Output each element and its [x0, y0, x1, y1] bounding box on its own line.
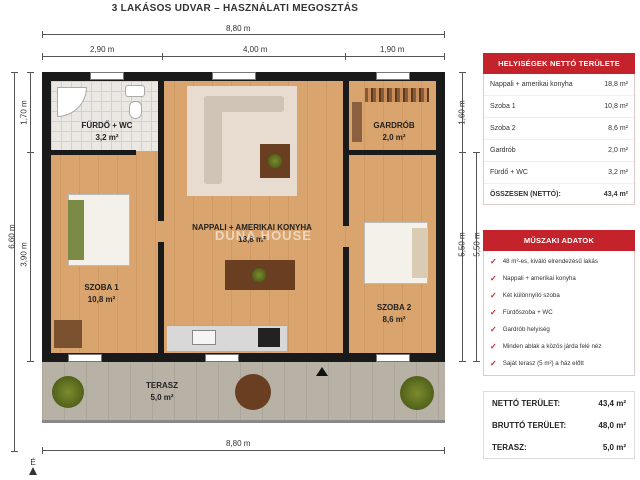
- window-kitchen: [205, 354, 239, 362]
- bedroom-1-name: SZOBA 1: [84, 283, 119, 292]
- terrace-label: TERASZ 5,0 m²: [132, 380, 192, 404]
- north-indicator: É: [26, 458, 40, 475]
- summary-row: TERASZ:5,0 m²: [492, 442, 626, 452]
- bathroom-name: FÜRDŐ + WC: [81, 121, 133, 130]
- living-room-area: 18,8 m²: [238, 235, 266, 244]
- sofa-side-icon: [204, 96, 222, 184]
- check-icon: ✓: [490, 257, 497, 266]
- kitchen-sink-icon: [192, 330, 216, 345]
- feature-item: ✓Saját terasz (5 m²) a ház előtt: [490, 359, 584, 368]
- terrace-plant-left-icon: [52, 376, 84, 408]
- bathroom-area: 3,2 m²: [95, 133, 119, 142]
- window-wardrobe: [376, 72, 410, 80]
- wardrobe-shelf-icon: [365, 88, 429, 102]
- top-seg-1-dim: 2,90 m: [90, 45, 115, 54]
- left-inner-2-dim: 3,90 m: [19, 242, 29, 267]
- terrace-area: 5,0 m²: [150, 393, 174, 402]
- top-seg-2-dim: 4,00 m: [243, 45, 268, 54]
- check-icon: ✓: [490, 274, 497, 283]
- bathroom-label: FÜRDŐ + WC 3,2 m²: [62, 120, 152, 144]
- feature-item: ✓Minden ablak a közös járda felé néz: [490, 342, 602, 351]
- net-area-total: ÖSSZESEN (NETTÓ):43,4 m²: [490, 190, 628, 198]
- wardrobe-label: GARDRÓB 2,0 m²: [354, 120, 434, 144]
- right-inner-2-dim: 5,50 m: [457, 232, 467, 257]
- page-title: 3 LAKÁSOS UDVAR – HASZNÁLATI MEGOSZTÁS: [111, 3, 359, 14]
- wardrobe-side-icon: [352, 102, 362, 142]
- bedroom-2-name: SZOBA 2: [376, 303, 412, 312]
- terrace-plant-right-icon: [400, 376, 434, 410]
- left-outer-dim: 6,60 m: [7, 224, 17, 249]
- living-room-label: NAPPALI + AMERIKAI KONYHA 18,8 m²: [172, 222, 332, 246]
- toilet-icon: [129, 101, 142, 119]
- shower-icon: [57, 87, 87, 117]
- check-icon: ✓: [490, 308, 497, 317]
- desk-icon: [54, 320, 82, 348]
- watermark: DUNA HOUSE: [215, 228, 312, 243]
- check-icon: ✓: [490, 325, 497, 334]
- window-bedroom-1: [68, 354, 102, 362]
- north-arrow-icon: [29, 467, 37, 475]
- right-inner-1-dim: 1,60 m: [457, 100, 467, 125]
- terrace-table-icon: [235, 374, 271, 410]
- north-label: É: [30, 458, 36, 467]
- top-total-dim: 8,80 m: [226, 24, 251, 33]
- tech-panel: MŰSZAKI ADATOK ✓48 m²-es, kiváló elrende…: [483, 230, 635, 376]
- right-outer-dim: 5,50 m: [472, 232, 482, 257]
- left-inner-1-dim: 1,70 m: [19, 100, 29, 125]
- bed-2-pillow-icon: [412, 228, 428, 278]
- summary-row: NETTÓ TERÜLET:43,4 m²: [492, 398, 626, 408]
- bedroom-1-area: 10,8 m²: [87, 295, 116, 304]
- bedroom-2-label: SZOBA 2 8,6 m²: [352, 302, 436, 326]
- entrance-arrow-icon: [316, 367, 328, 376]
- feature-item: ✓Nappali + amerikai konyha: [490, 274, 576, 283]
- living-room-name: NAPPALI + AMERIKAI KONYHA: [192, 223, 312, 232]
- bedroom-2-area: 8,6 m²: [382, 315, 406, 324]
- summary-row: BRUTTÓ TERÜLET:48,0 m²: [492, 420, 626, 430]
- terrace-name: TERASZ: [146, 381, 178, 390]
- plant-icon: [268, 154, 282, 168]
- bedroom-1-label: SZOBA 1 10,8 m²: [54, 282, 149, 306]
- feature-item: ✓48 m²-es, kiváló elrendezésű lakás: [490, 257, 598, 266]
- tech-title: MŰSZAKI ADATOK: [483, 230, 635, 251]
- net-area-title: HELYISÉGEK NETTÓ TERÜLETE: [483, 53, 635, 74]
- check-icon: ✓: [490, 291, 497, 300]
- terrace: TERASZ 5,0 m²: [42, 362, 445, 422]
- top-seg-3-dim: 1,90 m: [380, 45, 405, 54]
- feature-item: ✓Fürdőszoba + WC: [490, 308, 553, 317]
- bottom-total-dim: 8,80 m: [226, 439, 251, 448]
- wardrobe-name: GARDRÓB: [373, 121, 415, 130]
- check-icon: ✓: [490, 342, 497, 351]
- check-icon: ✓: [490, 359, 497, 368]
- summary-box: NETTÓ TERÜLET:43,4 m² BRUTTÓ TERÜLET:48,…: [483, 391, 635, 459]
- bathroom-room: [51, 81, 161, 151]
- stove-icon: [258, 328, 280, 347]
- table-plant-icon: [252, 268, 266, 282]
- terrace-railing: [42, 420, 445, 423]
- wardrobe-area: 2,0 m²: [382, 133, 406, 142]
- sofa-back-icon: [204, 96, 284, 112]
- window-living: [212, 72, 256, 80]
- net-area-panel: HELYISÉGEK NETTÓ TERÜLETE Nappali + amer…: [483, 53, 635, 205]
- feature-item: ✓Gardrób helyiség: [490, 325, 550, 334]
- floor-plan: FÜRDŐ + WC 3,2 m² GARDRÓB 2,0 m² NAPPALI…: [42, 72, 445, 362]
- feature-item: ✓Két különnyíló szoba: [490, 291, 560, 300]
- sink-icon: [125, 85, 145, 97]
- window-bedroom-2: [376, 354, 410, 362]
- window-bathroom: [90, 72, 124, 80]
- bed-1-pillow-icon: [68, 200, 84, 260]
